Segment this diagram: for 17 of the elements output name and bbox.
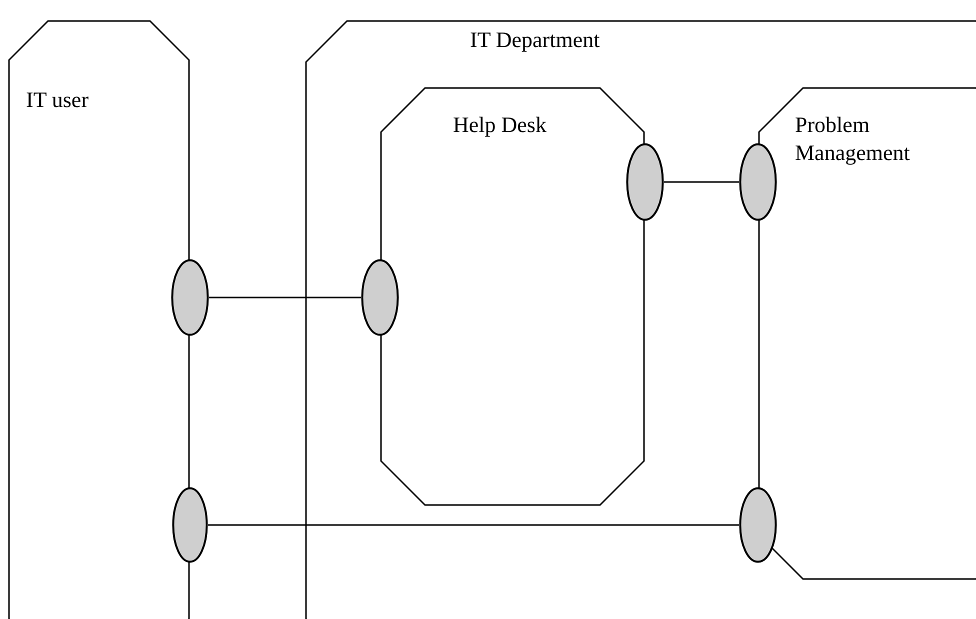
ellipse-port xyxy=(361,259,399,336)
swimlane-panel xyxy=(8,20,190,619)
panel-title: IT Department xyxy=(470,26,601,54)
connector-line xyxy=(209,296,361,298)
panel-title: Help Desk xyxy=(453,111,548,139)
connector-line xyxy=(208,524,739,526)
ellipse-port xyxy=(171,259,209,336)
ellipse-port xyxy=(626,143,664,221)
connector-line xyxy=(664,181,739,183)
process-panel xyxy=(758,87,976,580)
process-panel xyxy=(380,87,645,506)
panel-title: IT user xyxy=(26,86,90,114)
ellipse-port xyxy=(172,487,208,563)
panel-title: Problem Management xyxy=(795,111,911,167)
department-panel xyxy=(305,20,976,619)
ellipse-port xyxy=(739,143,777,221)
ellipse-port xyxy=(739,487,777,563)
